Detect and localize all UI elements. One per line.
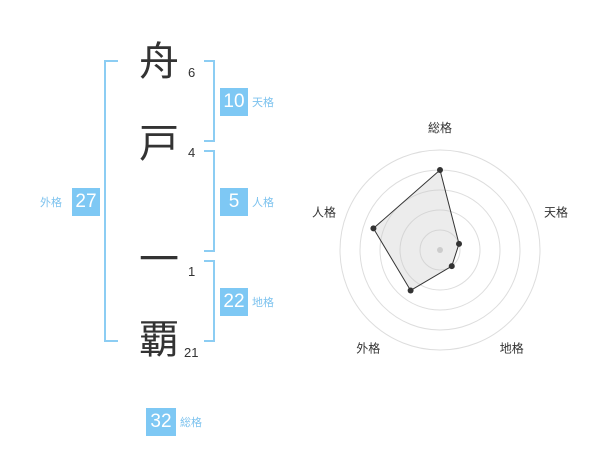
radar-ring bbox=[379, 189, 501, 311]
stroke-count-4: 21 bbox=[184, 345, 199, 360]
chikaku-bracket bbox=[204, 260, 215, 342]
name-char-4: 覇 bbox=[139, 317, 179, 363]
stroke-count-1: 6 bbox=[188, 65, 196, 80]
soukaku-score: 32 bbox=[146, 408, 176, 436]
gaikaku-score: 27 bbox=[72, 188, 100, 216]
radar-point-2 bbox=[456, 240, 463, 247]
radar-point-1 bbox=[437, 167, 443, 173]
radar-axis-label: 人格 bbox=[312, 204, 336, 219]
radar-point-4 bbox=[407, 287, 414, 294]
gaikaku-label: 外格 bbox=[40, 196, 62, 209]
jinkaku-bracket bbox=[204, 150, 215, 252]
radar-axis-label: 外格 bbox=[356, 341, 380, 356]
radar-ring bbox=[419, 229, 461, 271]
name-char-2: 戸 bbox=[139, 121, 179, 167]
soukaku-label: 総格 bbox=[180, 416, 202, 429]
chikaku-score: 22 bbox=[220, 288, 248, 316]
radar-center bbox=[437, 247, 443, 253]
jinkaku-label: 人格 bbox=[252, 196, 274, 209]
name-char-1: 舟 bbox=[139, 39, 179, 85]
radar-axis-label: 地格 bbox=[500, 341, 524, 356]
gaikaku-bracket bbox=[104, 60, 118, 342]
radar-point-3 bbox=[448, 263, 455, 270]
name-char-3: 一 bbox=[139, 237, 179, 283]
radar-polygon bbox=[372, 169, 460, 292]
tenkaku-bracket bbox=[204, 60, 215, 142]
radar-axis-label: 総格 bbox=[428, 120, 452, 135]
radar-area bbox=[370, 167, 463, 294]
radar-point-5 bbox=[370, 225, 377, 232]
tenkaku-score: 10 bbox=[220, 88, 248, 116]
jinkaku-score: 5 bbox=[220, 188, 248, 216]
chikaku-label: 地格 bbox=[252, 296, 274, 309]
stroke-count-3: 1 bbox=[188, 264, 196, 279]
radar-ring bbox=[399, 209, 481, 291]
stroke-count-2: 4 bbox=[188, 145, 196, 160]
radar-ring bbox=[339, 149, 541, 351]
tenkaku-label: 天格 bbox=[252, 96, 274, 109]
radar-rings bbox=[339, 149, 541, 351]
radar-axis-label: 天格 bbox=[544, 204, 568, 219]
